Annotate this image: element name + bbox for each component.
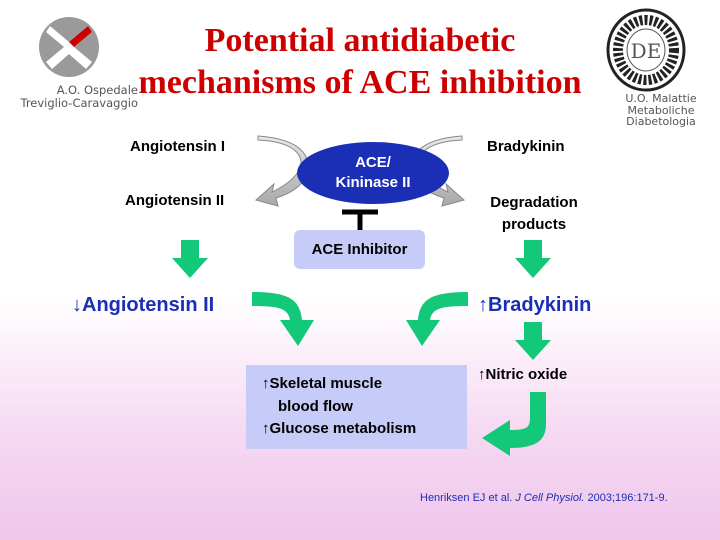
down-arrow-angiotensin xyxy=(172,240,208,278)
page-title: Potential antidiabetic mechanisms of ACE… xyxy=(120,20,600,104)
down-arrow-bradykinin xyxy=(515,322,551,360)
diabetology-seal-icon: DE xyxy=(606,8,686,92)
up-arrow-icon: ↑ xyxy=(262,420,270,437)
citation: Henriksen EJ et al. J Cell Physiol. 2003… xyxy=(420,492,668,504)
curved-arrow-angiotensin-to-effects xyxy=(252,292,314,346)
decreased-angiotensin-ii-label: ↓Angiotensin II xyxy=(72,294,215,316)
title-line-2: mechanisms of ACE inhibition xyxy=(138,64,582,101)
increased-bradykinin-label: ↑Bradykinin xyxy=(478,294,592,316)
down-arrow-degradation xyxy=(515,240,551,278)
curved-arrow-bradykinin-to-effects xyxy=(406,292,468,346)
hospital-logo-text: A.O. Ospedale Treviglio-Caravaggio xyxy=(20,83,138,110)
degradation-products-label: Degradation products xyxy=(490,194,578,233)
title-line-1: Potential antidiabetic xyxy=(204,22,516,59)
ace-kininase-node: ACE/ Kininase II xyxy=(297,142,449,204)
hospital-logo-icon xyxy=(39,17,99,77)
down-arrow-icon: ↓ xyxy=(72,294,82,316)
angiotensin-ii-label: Angiotensin II xyxy=(125,192,225,209)
bradykinin-label: Bradykinin xyxy=(487,138,565,155)
skeletal-muscle-line: ↑Skeletal muscle xyxy=(262,375,383,392)
metabolic-effects-box: ↑Skeletal muscle blood flow ↑Glucose met… xyxy=(246,365,467,449)
glucose-metabolism-line: ↑Glucose metabolism xyxy=(262,420,417,437)
curved-arrow-nitric-to-effects xyxy=(482,392,546,456)
diabetology-logo-text: U.O. Malattie Metaboliche Diabetologia xyxy=(625,92,697,128)
nitric-oxide-label: ↑Nitric oxide xyxy=(478,366,568,383)
ace-inhibitor-node: ACE Inhibitor xyxy=(294,230,425,269)
up-arrow-icon: ↑ xyxy=(478,366,486,383)
up-arrow-icon: ↑ xyxy=(478,294,488,316)
angiotensin-i-label: Angiotensin I xyxy=(130,138,225,155)
up-arrow-icon: ↑ xyxy=(262,375,270,392)
blood-flow-line: blood flow xyxy=(278,398,353,415)
svg-text:DE: DE xyxy=(631,39,662,63)
